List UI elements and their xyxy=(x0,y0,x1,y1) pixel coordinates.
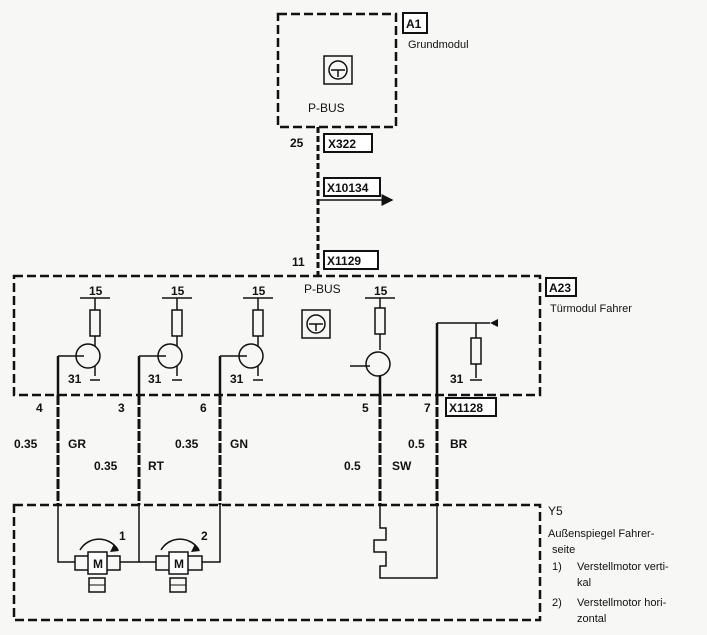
pin-label-2: 3 xyxy=(118,401,125,415)
x10134-box xyxy=(323,177,381,197)
pin-label-5: 7 xyxy=(424,401,431,415)
y5-item1-line1: Verstellmotor verti- xyxy=(577,561,669,573)
sense-stage xyxy=(435,319,498,395)
motor-2-num: 2 xyxy=(201,529,208,543)
y5-item2-num: 2) xyxy=(552,597,562,609)
x322-pin: 25 xyxy=(290,136,304,150)
a1-tag-box xyxy=(402,12,428,34)
pin-label-4: 5 xyxy=(362,401,369,415)
y5-internal-wiring xyxy=(57,505,438,579)
ground-label-2: 31 xyxy=(148,372,162,386)
x1129-box xyxy=(323,250,379,270)
y5-item2-line1: Verstellmotor hori- xyxy=(577,597,667,609)
motor-1-icon xyxy=(74,538,121,593)
wire-size-2: 0.35 xyxy=(94,459,118,473)
p-bus-line xyxy=(316,127,394,275)
supply-label-4: 15 xyxy=(374,284,388,298)
a1-tag: A1 xyxy=(406,17,422,31)
supply-label-1: 15 xyxy=(89,284,103,298)
wire-color-5: BR xyxy=(450,437,468,451)
supply-label-2: 15 xyxy=(171,284,185,298)
x1129-tag: X1129 xyxy=(327,254,361,268)
pin-label-1: 4 xyxy=(36,401,43,415)
ground-label-1: 31 xyxy=(68,372,82,386)
x1128-box xyxy=(445,397,497,417)
y5-item2-line2: zontal xyxy=(577,613,606,625)
harness-wires xyxy=(56,395,439,505)
motor-2-symbol: M xyxy=(174,557,184,571)
x10134-tag: X10134 xyxy=(327,181,369,195)
x1128-tag: X1128 xyxy=(449,401,483,415)
y5-module-box xyxy=(12,503,542,622)
wire-size-5: 0.5 xyxy=(408,437,425,451)
a23-bus-symbol-icon xyxy=(301,309,331,339)
wire-size-3: 0.35 xyxy=(175,437,199,451)
y5-name-line2: seite xyxy=(552,544,575,556)
wire-color-4: SW xyxy=(392,459,412,473)
wire-color-2: RT xyxy=(148,459,165,473)
a23-tag-box xyxy=(545,277,577,297)
driver-stage-2 xyxy=(139,298,183,381)
a1-name: Grundmodul xyxy=(408,39,469,51)
driver-stage-1 xyxy=(58,298,101,381)
pin-label-3: 6 xyxy=(200,401,207,415)
motor-2-icon xyxy=(155,538,203,593)
x322-box xyxy=(323,133,373,153)
x322-tag: X322 xyxy=(328,137,356,151)
a23-name: Türmodul Fahrer xyxy=(550,303,632,315)
wire-size-1: 0.35 xyxy=(14,437,38,451)
driver-stage-3 xyxy=(220,298,264,381)
a23-bus-label: P-BUS xyxy=(304,282,341,296)
y5-name-line1: Außenspiegel Fahrer- xyxy=(548,528,655,540)
motor-1-symbol: M xyxy=(93,557,103,571)
ground-label-3: 31 xyxy=(230,372,244,386)
wire-color-1: GR xyxy=(68,437,86,451)
supply-label-3: 15 xyxy=(252,284,266,298)
y5-item1-line2: kal xyxy=(577,577,591,589)
y5-item1-num: 1) xyxy=(552,561,562,573)
driver-stage-4 xyxy=(350,298,391,395)
motor-1-num: 1 xyxy=(119,529,126,543)
wire-color-3: GN xyxy=(230,437,248,451)
x1129-pin: 11 xyxy=(292,255,305,269)
y5-tag: Y5 xyxy=(548,504,563,518)
a23-tag: A23 xyxy=(549,281,571,295)
a1-module-box xyxy=(276,12,398,129)
wire-size-4: 0.5 xyxy=(344,459,361,473)
a1-bus-symbol-icon xyxy=(323,55,353,85)
a1-bus-label: P-BUS xyxy=(308,101,345,115)
ground-label-4: 31 xyxy=(450,372,464,386)
a23-module-box xyxy=(12,274,542,397)
